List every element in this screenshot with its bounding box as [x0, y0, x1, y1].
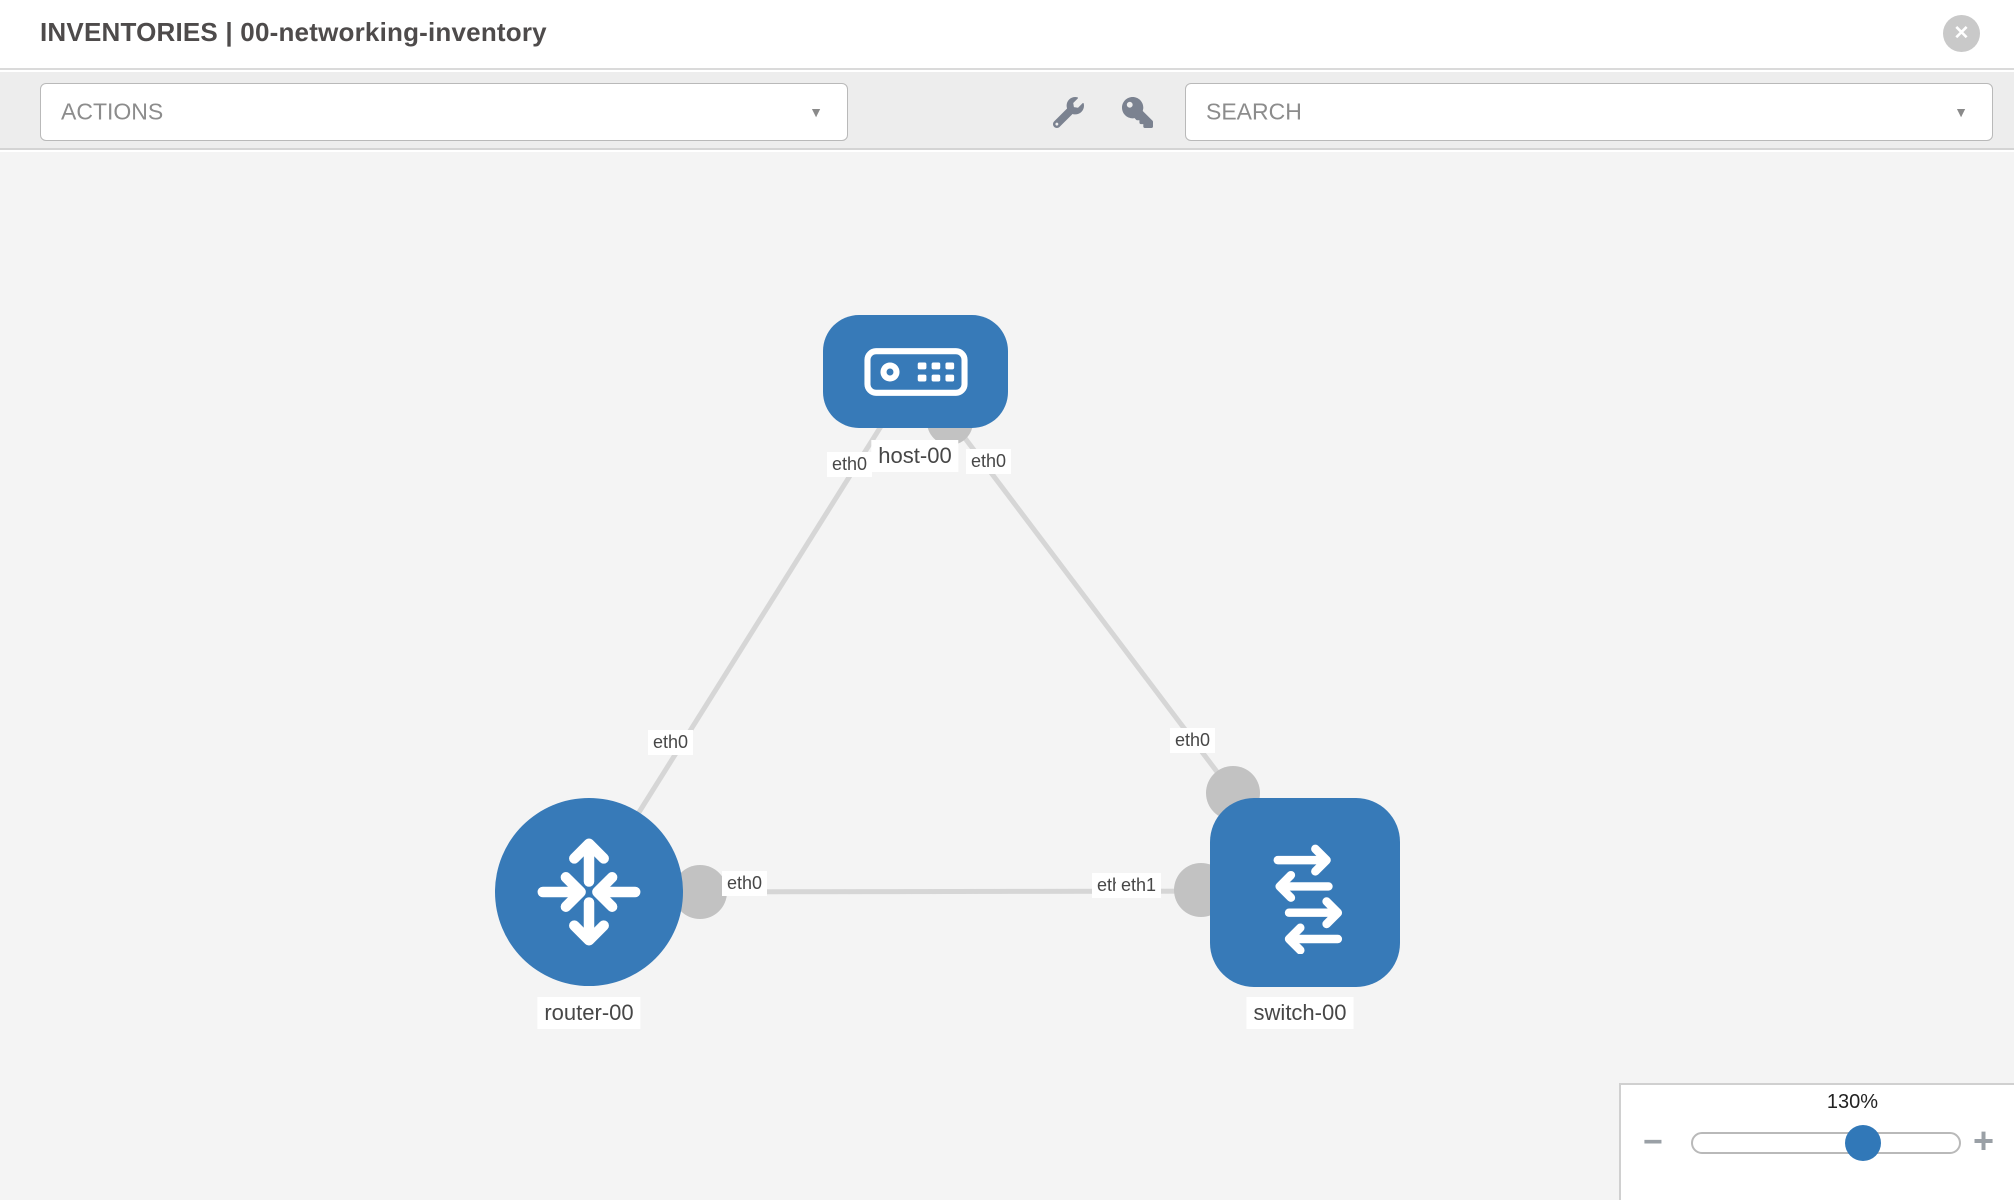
key-icon — [1121, 97, 1153, 128]
interface-connector — [673, 865, 727, 919]
node-switch-00[interactable] — [1210, 798, 1400, 987]
zoom-in-button[interactable]: + — [1973, 1120, 1995, 1161]
topology-canvas[interactable]: host-00 router-00 switch-00 eth0 eth0 et… — [0, 152, 2014, 1200]
node-label-host-00: host-00 — [871, 440, 959, 472]
interface-label: eth1 — [1116, 873, 1162, 898]
actions-dropdown-label: ACTIONS — [61, 98, 164, 125]
interface-label: eth0 — [648, 730, 694, 755]
router-icon — [537, 838, 641, 946]
search-dropdown-label: SEARCH — [1206, 98, 1302, 125]
zoom-slider-knob[interactable] — [1845, 1125, 1882, 1161]
node-router-00[interactable] — [495, 798, 683, 986]
node-label-switch-00: switch-00 — [1246, 997, 1354, 1029]
page-header: INVENTORIES | 00-networking-inventory ✕ — [0, 0, 2014, 70]
chevron-down-icon: ▼ — [809, 104, 823, 120]
toolbar: ACTIONS ▼ SEARCH ▼ — [0, 72, 2014, 150]
chevron-down-icon: ▼ — [1954, 104, 1968, 120]
page-title: INVENTORIES | 00-networking-inventory — [40, 17, 547, 47]
credentials-button[interactable] — [1119, 96, 1155, 132]
zoom-level: 130% — [1826, 1091, 1879, 1113]
switch-icon — [1273, 844, 1343, 954]
interface-label: eth0 — [966, 449, 1012, 474]
interface-label: eth0 — [722, 871, 768, 896]
links-layer — [586, 370, 1311, 919]
node-label-router-00: router-00 — [537, 997, 641, 1029]
zoom-slider-track[interactable] — [1691, 1125, 1961, 1161]
wrench-icon — [1052, 97, 1084, 129]
actions-dropdown[interactable]: ACTIONS ▼ — [40, 83, 848, 141]
zoom-panel: 130% − + — [1619, 1083, 2014, 1200]
interface-label: eth0 — [827, 452, 873, 477]
node-host-00[interactable] — [823, 315, 1008, 428]
interface-label: eth0 — [1170, 728, 1216, 753]
close-button[interactable]: ✕ — [1943, 15, 1980, 52]
close-icon: ✕ — [1953, 23, 1970, 44]
zoom-out-button[interactable]: − — [1643, 1123, 1663, 1161]
configure-button[interactable] — [1050, 96, 1086, 132]
search-dropdown[interactable]: SEARCH ▼ — [1185, 83, 1993, 141]
link-host-switch — [913, 370, 1235, 795]
host-icon — [863, 347, 968, 396]
